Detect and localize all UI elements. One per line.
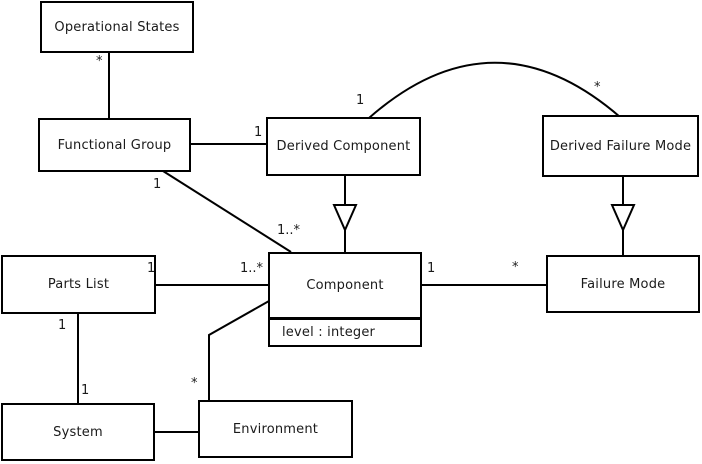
class-box-derived-failure-mode: Derived Failure Mode — [542, 115, 699, 177]
multiplicity-label: * — [594, 80, 601, 95]
class-label: Parts List — [47, 277, 110, 292]
multiplicity-label: 1 — [356, 93, 365, 108]
class-box-functional-group: Functional Group — [38, 118, 191, 172]
class-label: Operational States — [54, 19, 180, 35]
multiplicity-label: 1..* — [277, 223, 301, 238]
multiplicity-label: 1 — [81, 383, 90, 398]
multiplicity-label: * — [191, 376, 198, 391]
class-box-system: System — [1, 403, 155, 461]
class-label: Component — [306, 278, 384, 293]
edge-derived-component-derived-failure-mode-arc — [368, 61, 621, 119]
multiplicity-label: * — [512, 260, 519, 275]
class-box-environment: Environment — [198, 400, 353, 458]
class-attribute-compartment: level : integer — [270, 320, 420, 345]
edge-environment-component — [208, 300, 270, 401]
class-label: Functional Group — [57, 137, 172, 153]
class-box-operational-states: Operational States — [40, 1, 194, 53]
edge-functional-group-component — [162, 170, 292, 253]
multiplicity-label: 1..* — [240, 261, 264, 276]
class-label: Failure Mode — [580, 276, 666, 292]
class-box-parts-list: Parts List — [1, 255, 156, 314]
multiplicity-label: * — [96, 54, 103, 69]
multiplicity-label: 1 — [427, 261, 436, 276]
class-box-failure-mode: Failure Mode — [546, 255, 700, 313]
multiplicity-label: 1 — [147, 261, 156, 276]
class-label: Derived Failure Mode — [549, 138, 692, 154]
generalization-triangle-icon — [610, 204, 636, 233]
generalization-triangle-icon — [332, 204, 358, 233]
multiplicity-label: 1 — [153, 177, 162, 192]
class-box-component: Component level : integer — [268, 252, 422, 347]
class-name-compartment: Component — [270, 254, 420, 320]
class-label: Environment — [232, 421, 319, 437]
multiplicity-label: 1 — [254, 125, 263, 140]
multiplicity-label: 1 — [58, 318, 67, 333]
class-label: System — [53, 424, 103, 440]
class-box-derived-component: Derived Component — [266, 117, 421, 176]
class-label: Derived Component — [276, 139, 411, 154]
class-attribute: level : integer — [282, 325, 376, 340]
